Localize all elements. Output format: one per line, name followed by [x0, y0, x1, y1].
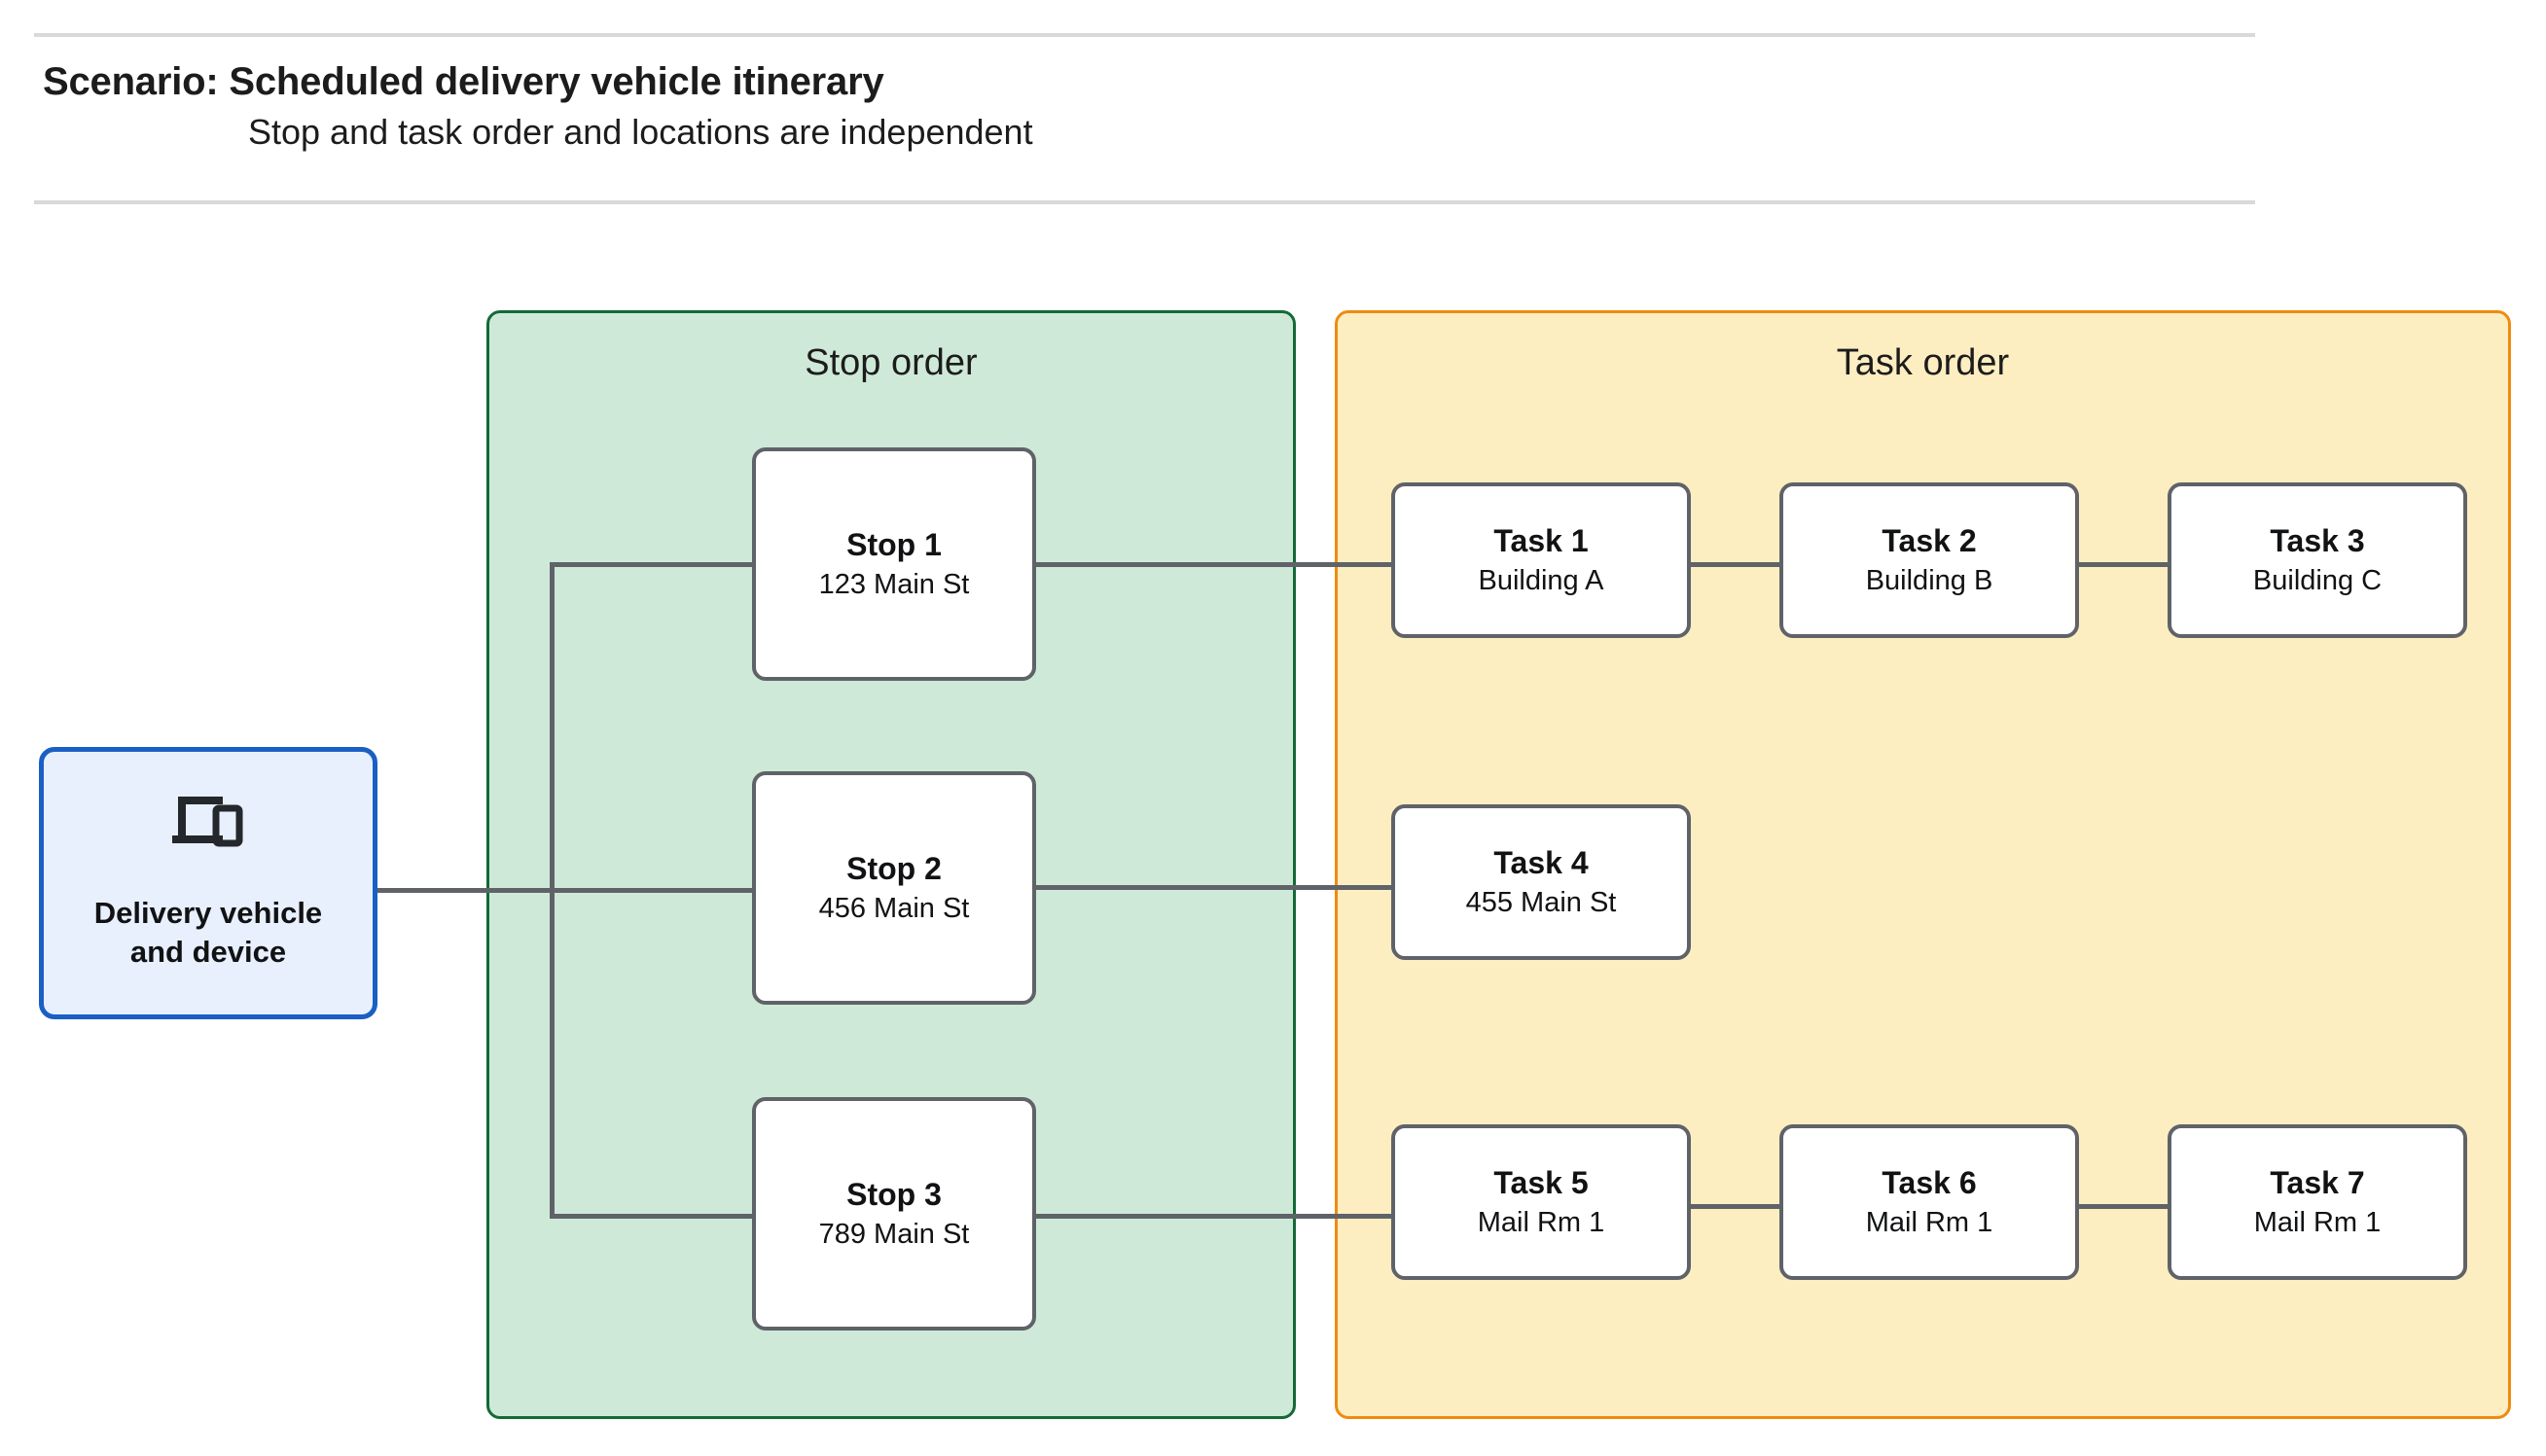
task-node-7[interactable]: Task 7 Mail Rm 1	[2168, 1124, 2467, 1280]
stop-node-location: 789 Main St	[818, 1218, 970, 1250]
header-divider-bottom	[34, 200, 2255, 204]
task-node-title: Task 1	[1493, 522, 1589, 558]
stop-node-3[interactable]: Stop 3 789 Main St	[752, 1097, 1036, 1331]
stop-node-title: Stop 3	[846, 1176, 942, 1212]
connector-trunk-to-stop-1	[550, 562, 756, 567]
stop-node-2[interactable]: Stop 2 456 Main St	[752, 771, 1036, 1005]
task-node-title: Task 4	[1493, 844, 1589, 880]
delivery-vehicle-and-device-node[interactable]: Delivery vehicle and device	[39, 747, 377, 1019]
page-title: Scenario: Scheduled delivery vehicle iti…	[43, 60, 884, 103]
task-node-3[interactable]: Task 3 Building C	[2168, 482, 2467, 638]
task-node-title: Task 3	[2270, 522, 2365, 558]
task-node-title: Task 5	[1493, 1164, 1589, 1200]
connector-trunk-to-stop-3	[550, 1214, 756, 1219]
task-node-4[interactable]: Task 4 455 Main St	[1391, 804, 1691, 960]
task-node-location: Building B	[1865, 564, 1993, 596]
task-node-1[interactable]: Task 1 Building A	[1391, 482, 1691, 638]
stop-order-panel-title: Stop order	[805, 342, 978, 383]
connector-stop-2-to-task-4	[1033, 885, 1395, 890]
task-node-location: Mail Rm 1	[1477, 1206, 1605, 1238]
connector-task-1-to-task-2	[1688, 562, 1783, 567]
task-node-title: Task 7	[2270, 1164, 2365, 1200]
device-node-label: Delivery vehicle and device	[93, 896, 323, 969]
task-node-location: Building C	[2252, 564, 2383, 596]
task-order-panel-title: Task order	[1836, 342, 2010, 383]
connector-task-6-to-task-7	[2076, 1204, 2171, 1209]
connector-task-5-to-task-6	[1688, 1204, 1783, 1209]
task-node-5[interactable]: Task 5 Mail Rm 1	[1391, 1124, 1691, 1280]
stop-node-title: Stop 2	[846, 850, 942, 886]
task-node-location: Building A	[1478, 564, 1604, 596]
stop-node-title: Stop 1	[846, 526, 942, 562]
stop-node-location: 456 Main St	[818, 892, 970, 924]
task-node-2[interactable]: Task 2 Building B	[1779, 482, 2079, 638]
connector-stop-1-to-task-1	[1033, 562, 1395, 567]
task-node-location: 455 Main St	[1465, 886, 1617, 918]
task-node-title: Task 6	[1882, 1164, 1977, 1200]
task-node-location: Mail Rm 1	[1865, 1206, 1993, 1238]
connector-task-2-to-task-3	[2076, 562, 2171, 567]
stop-node-1[interactable]: Stop 1 123 Main St	[752, 447, 1036, 681]
stop-node-location: 123 Main St	[818, 568, 970, 600]
connector-trunk-vertical	[550, 564, 555, 1216]
header-divider-top	[34, 33, 2255, 37]
task-node-6[interactable]: Task 6 Mail Rm 1	[1779, 1124, 2079, 1280]
task-node-location: Mail Rm 1	[2253, 1206, 2382, 1238]
page-subtitle: Stop and task order and locations are in…	[248, 112, 1033, 152]
connector-stop-3-to-task-5	[1033, 1214, 1395, 1219]
task-node-title: Task 2	[1882, 522, 1977, 558]
devices-icon	[170, 793, 246, 853]
connector-device-to-trunk	[377, 888, 757, 893]
